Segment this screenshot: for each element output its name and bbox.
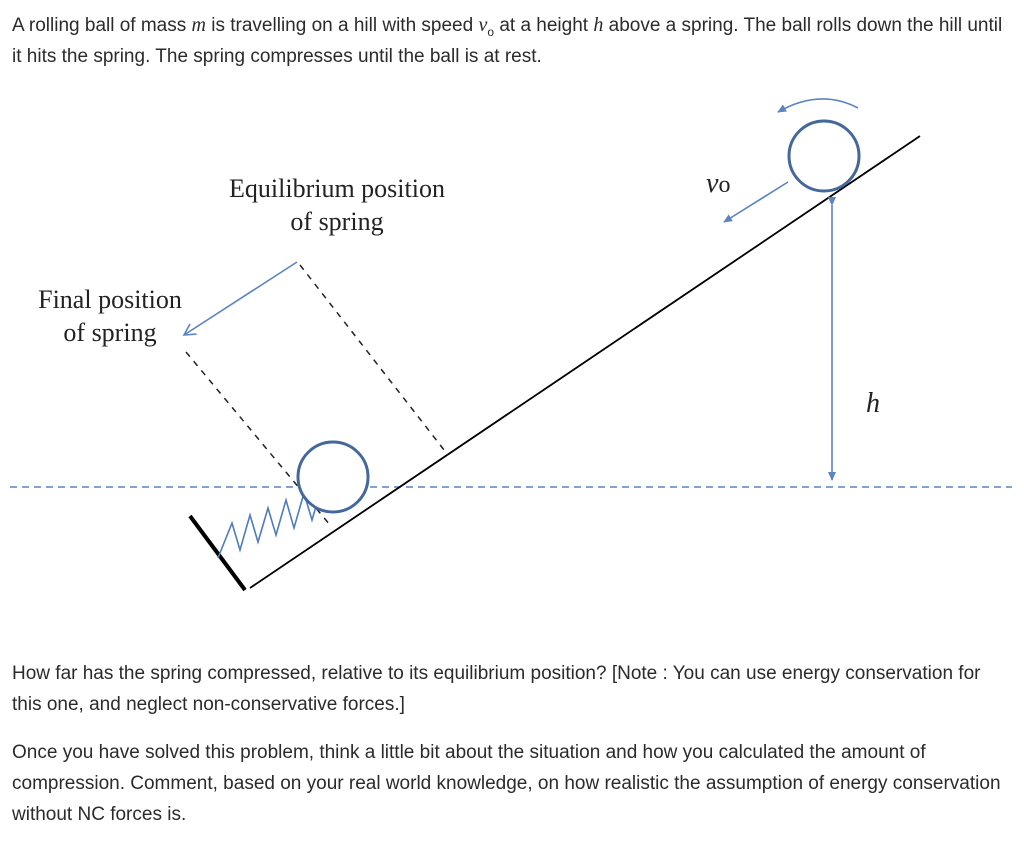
compression-pointer-arrow bbox=[182, 261, 298, 336]
height-symbol: h bbox=[593, 14, 604, 36]
incline-spring-diagram: Equilibrium position of spring Final pos… bbox=[10, 98, 1012, 592]
ball-bottom-icon bbox=[296, 440, 370, 514]
height-label: h bbox=[866, 388, 880, 419]
velocity-arrow-icon bbox=[723, 181, 789, 223]
final-position-dashed-line bbox=[185, 351, 331, 526]
spring-icon bbox=[217, 483, 331, 559]
final-label-line1: Final position bbox=[38, 285, 182, 314]
ball-top-icon bbox=[787, 119, 861, 193]
curved-rotation-arrow-icon bbox=[777, 98, 859, 113]
equilibrium-label-line1: Equilibrium position bbox=[229, 174, 445, 203]
final-label-line2: of spring bbox=[63, 318, 156, 347]
speed-symbol: v bbox=[478, 14, 488, 36]
question-2: Once you have solved this problem, think… bbox=[12, 742, 1001, 825]
equilibrium-label-line2: of spring bbox=[290, 207, 383, 236]
wall bbox=[188, 514, 247, 592]
equilibrium-position-dashed-line bbox=[299, 264, 449, 456]
mass-symbol: m bbox=[191, 14, 206, 36]
problem-intro: A rolling ball of mass m is travelling o… bbox=[12, 14, 1003, 67]
velocity-label: vo bbox=[706, 168, 730, 199]
incline-line bbox=[249, 135, 921, 589]
question-1: How far has the spring compressed, relat… bbox=[12, 663, 981, 715]
